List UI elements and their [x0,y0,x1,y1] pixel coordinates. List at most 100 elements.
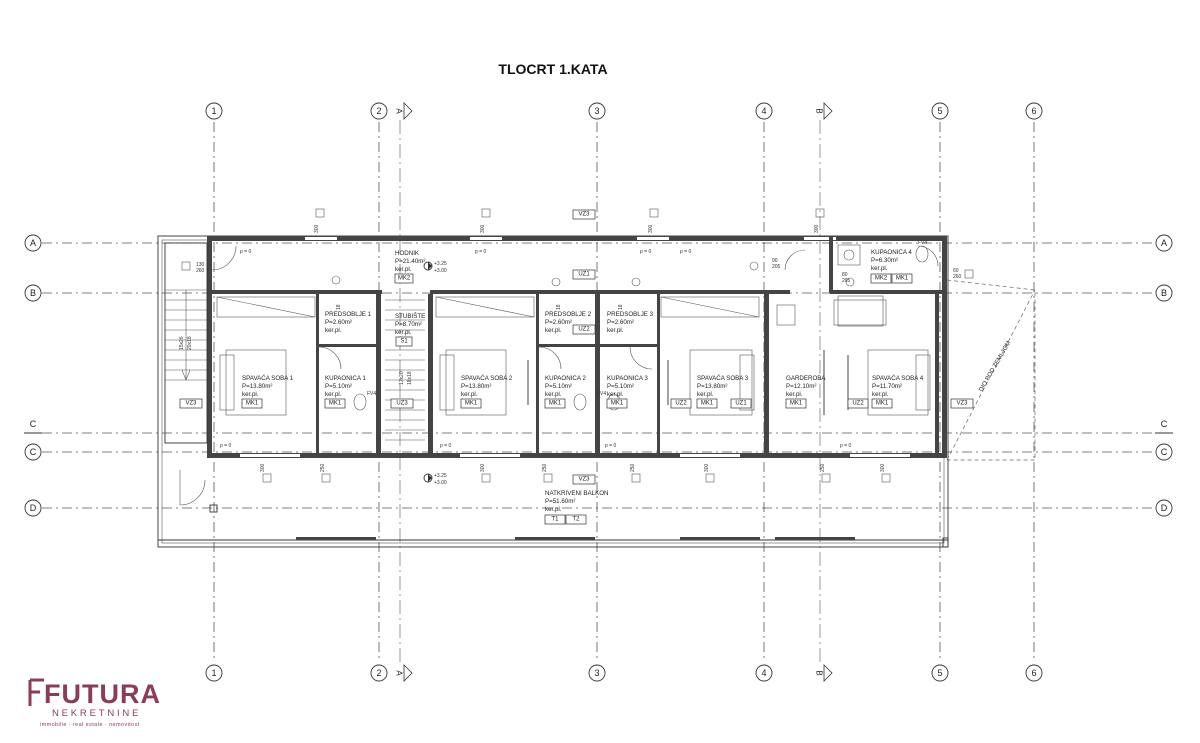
underground-note: DIO POD ZEMLJOM [978,340,1013,393]
room-soba2-floor: ker.pl. [461,391,478,398]
room-hodnik-area: P=21.40m² [395,258,425,265]
element-tags: VZ3 UZ1 UZ2 VZ3 UZ3 UZ2 UZ1 UZ2 VZ3 VZ3 … [179,209,974,485]
room-soba1-floor: ker.pl. [242,391,259,398]
room-predsoblje1-floor: ker.pl. [325,327,342,334]
room-soba3-name: SPAVAĆA SOBA 3 [697,375,749,382]
room-garderoba-tag: MK1 [790,401,803,407]
tag-vz3-right: VZ3 [956,401,968,407]
section-markers: A A B B [395,102,833,682]
axis-2-top-label: 2 [376,106,381,116]
axis-d-right-label: D [1161,503,1168,513]
dim-205: 205 [772,264,781,270]
tag-uz1-right: UZ1 [735,401,747,407]
futura-logo: FUTURA NEKRETNINE immobilie · real estat… [28,678,161,728]
dim-stairs-left-a: 15x26 [179,336,185,350]
room-kupaonica4-area: P=6.30m² [871,257,898,264]
room-kupaonica4-floor: ker.pl. [871,265,888,272]
axis-5-bottom-label: 5 [937,668,942,678]
dim-18-a: 18 [336,304,342,310]
tag-uz1-top: UZ1 [578,272,590,278]
room-garderoba-area: P=12.10m² [786,383,816,390]
room-predsoblje1-name: PREDSOBLJE 1 [325,311,372,318]
tag-uz3: UZ3 [396,401,408,407]
axis-1-bottom-label: 1 [211,668,216,678]
axis-c1-right-label: C [1161,419,1168,429]
room-hodnik-floor: ker.pl. [395,266,412,273]
room-predsoblje1-area: P=2.60m² [325,319,352,326]
room-kupaonica1-area: P=5.10m² [325,383,352,390]
dim-80: 80 [842,272,848,278]
dim-250-bot3: 250 [630,463,636,472]
tag-vz3-top: VZ3 [578,212,590,218]
axis-b-right-label: B [1161,288,1167,298]
vertical-axes: 1 2 3 4 5 6 1 2 3 4 5 6 [205,102,1043,682]
room-kupaonica4-tag-a: MK2 [875,276,888,282]
section-b-bottom-label: B [815,670,824,675]
axis-c1-left-label: C [30,419,37,429]
axis-6-top-label: 6 [1031,106,1036,116]
dimension-notes: 130 260 90 205 80 205 60 260 15x26 20x18… [179,224,962,472]
room-soba1-tag: MK1 [246,401,259,407]
p0-4: p = 0 [680,249,691,255]
dim-18-c: 18 [618,304,624,310]
p0-1: p = 0 [240,249,251,255]
axis-5-top-label: 5 [937,106,942,116]
level-lower-top: +3.00 [434,268,447,274]
level-upper-bottom: +3.25 [434,473,447,479]
room-kupaonica4-name: KUPAONICA 4 [871,249,912,256]
room-stubiste-tag: S1 [400,339,408,345]
section-a-top-label: A [395,108,404,114]
dim-stairs-mid-a: 17x20 [399,371,405,385]
room-kupaonica3-tag: MK1 [611,401,624,407]
logo-sub: NEKRETNINE [52,708,141,719]
dim-300-bot1: 300 [260,463,266,472]
axis-2-bottom-label: 2 [376,668,381,678]
dim-260-b: 260 [953,274,962,280]
room-soba3-area: P=13.80m² [697,383,727,390]
room-soba4-area: P=11.70m² [872,383,902,390]
dim-60: 60 [953,268,959,274]
room-kupaonica3-area: P=5.10m² [607,383,634,390]
room-kupaonica2-area: P=5.10m² [545,383,572,390]
room-soba1-area: P=13.80m² [242,383,272,390]
dim-18-b: 18 [556,304,562,310]
room-predsoblje3-area: P=2.60m² [607,319,634,326]
room-kupaonica3-name: KUPAONICA 3 [607,375,648,382]
tag-uz2-middle: UZ2 [578,327,590,333]
floor-marks: p = 0 p = 0 p = 0 p = 0 p = 0 p = 0 p = … [220,249,851,449]
dim-300-bot3: 300 [704,463,710,472]
room-balkon-name: NATKRIVENI BALKON [545,490,609,497]
logo-tagline: immobilie · real estate · nemovitost [40,722,140,728]
tag-fv4: FV4 [918,240,927,246]
dim-250-bot2: 250 [542,463,548,472]
section-a-bottom-label: A [395,670,404,676]
room-stubiste-floor: ker.pl. [395,329,412,336]
room-kupaonica4-tag-b: MK1 [896,276,909,282]
axis-3-bottom-label: 3 [594,668,599,678]
tag-uz2-far: UZ2 [852,401,864,407]
room-soba2-tag: MK1 [465,401,478,407]
room-garderoba-floor: ker.pl. [786,391,803,398]
axis-c2-left-label: C [30,447,37,457]
section-b-top-label: B [815,108,824,113]
dim-300-bot2: 300 [480,463,486,472]
axis-6-bottom-label: 6 [1031,668,1036,678]
room-kupaonica1-name: KUPAONICA 1 [325,375,366,382]
room-predsoblje2-name: PREDSOBLJE 2 [545,311,592,318]
dim-stairs-left-b: 20x18 [187,336,193,350]
room-predsoblje3-name: PREDSOBLJE 3 [607,311,654,318]
room-stubiste-area: P=8.70m² [395,321,422,328]
room-balkon-tag-a: T1 [551,517,559,523]
room-balkon-area: P=51.60m² [545,498,575,505]
dim-300-bot4: 300 [880,463,886,472]
plan-title: TLOCRT 1.KATA [498,61,607,77]
axis-3-top-label: 3 [594,106,599,116]
room-predsoblje2-area: P=2.60m² [545,319,572,326]
logo-brand: FUTURA [44,679,161,709]
axis-c2-right-label: C [1161,447,1168,457]
dim-300-top2: 300 [480,224,486,233]
room-garderoba-name: GARDEROBA [786,375,826,382]
dim-250-bot4: 250 [820,463,826,472]
dim-300-top1: 300 [314,224,320,233]
